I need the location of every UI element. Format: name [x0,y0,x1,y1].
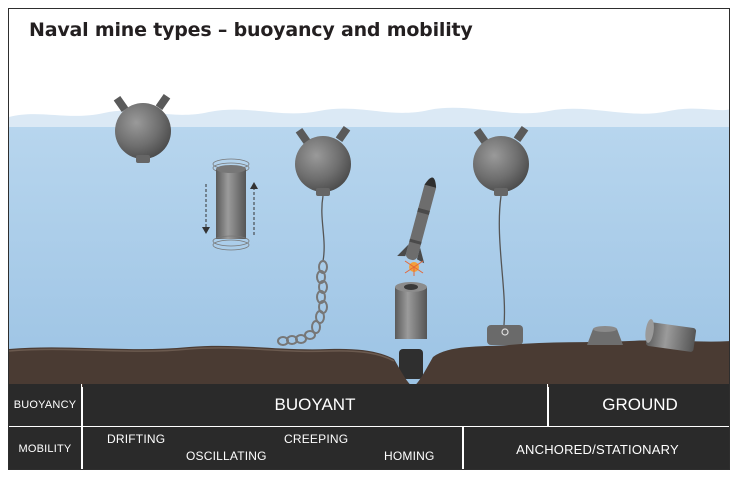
anchored-label: ANCHORED/STATIONARY [516,441,679,457]
page-title: Naval mine types – buoyancy and mobility [29,19,473,41]
ground-cell: GROUND [549,384,729,426]
ground-label: GROUND [602,395,678,414]
mobility-header: MOBILITY [18,443,72,455]
oscillating-mine [202,158,258,251]
anchored-cell: ANCHORED/STATIONARY [464,427,729,469]
creeping-label: CREEPING [284,432,349,446]
drifting-label: DRIFTING [107,432,166,446]
buoyancy-header: BUOYANCY [13,399,77,411]
table-row-divider [9,426,729,427]
buoyant-cell: BUOYANT [83,384,548,426]
figure-frame: Naval mine types – buoyancy and mobility… [8,8,730,470]
drifting-mine [113,93,171,163]
buoyancy-header-cell: BUOYANCY [9,384,82,426]
creeping-mine [277,125,351,346]
mobility-types-cell: DRIFTING OSCILLATING CREEPING HOMING [83,427,463,469]
mobility-header-cell: MOBILITY [9,427,82,469]
buoyant-label: BUOYANT [274,395,356,414]
mine-scene [9,93,729,387]
water-surface [9,107,729,127]
ground-mine-cylinder [645,319,697,352]
anchored-mine [473,125,529,345]
seabed-highlight [9,347,395,362]
seabed [9,340,729,387]
ground-mine-dome [587,326,623,345]
oscillating-label: OSCILLATING [186,449,267,463]
homing-mine [395,177,437,379]
homing-label: HOMING [384,449,435,463]
